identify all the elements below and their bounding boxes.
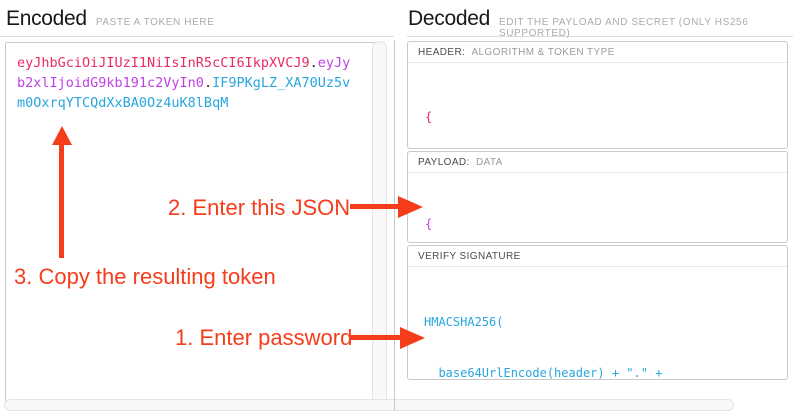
token-payload-part: eyJyb2xlIjoidG9kb191c2VyIn0 <box>17 55 351 91</box>
encoded-header: Encoded PASTE A TOKEN HERE <box>6 7 214 31</box>
decoded-header: Decoded EDIT THE PAYLOAD AND SECRET (ONL… <box>408 7 793 39</box>
payload-label-primary: PAYLOAD: <box>418 157 470 168</box>
arrow-to-token-icon <box>59 145 64 258</box>
decoded-title: Decoded <box>408 7 490 30</box>
arrow-to-secret-icon <box>350 335 400 340</box>
left-header-rule <box>0 36 394 37</box>
right-header-rule <box>407 36 793 37</box>
signature-code: HMACSHA256( base64UrlEncode(header) + ".… <box>408 267 787 411</box>
token-signature-part: IF9PKgLZ_XA70Uz5vm0OxrqYTCQdXxBA0Oz4uK8l… <box>17 75 351 111</box>
payload-section-label: PAYLOAD: DATA <box>408 152 787 173</box>
header-section-label: HEADER: ALGORITHM & TOKEN TYPE <box>408 42 787 63</box>
token-separator-icon: . <box>309 55 318 71</box>
json-line: { <box>425 217 433 231</box>
json-line: { <box>425 110 433 124</box>
token-separator-icon: . <box>203 75 213 91</box>
payload-section: PAYLOAD: DATA { "role": "todo_user" } <box>407 151 788 327</box>
annotation-step2: 2. Enter this JSON <box>168 195 351 220</box>
header-label-primary: HEADER: <box>418 47 466 58</box>
signature-label-primary: VERIFY SIGNATURE <box>418 251 521 262</box>
column-divider <box>394 40 395 411</box>
annotation-step3: 3. Copy the resulting token <box>14 264 276 289</box>
payload-label-secondary: DATA <box>475 157 503 168</box>
annotation-step1: 1. Enter password <box>175 325 353 350</box>
arrow-to-payload-icon <box>350 204 398 209</box>
header-section: HEADER: ALGORITHM & TOKEN TYPE { "alg": … <box>407 41 788 268</box>
encoded-title: Encoded <box>6 7 87 30</box>
code-line: base64UrlEncode(header) + "." + <box>424 366 663 380</box>
code-line: HMACSHA256( <box>424 315 504 329</box>
signature-section-label: VERIFY SIGNATURE <box>408 246 787 267</box>
vertical-scrollbar[interactable] <box>372 41 387 411</box>
jwt-token: eyJhbGciOiJIUzI1NiIsInR5cCI6IkpXVCJ9.eyJ… <box>17 53 352 113</box>
decoded-subtitle: EDIT THE PAYLOAD AND SECRET (ONLY HS256 … <box>498 17 749 39</box>
encoded-token-textarea[interactable]: eyJhbGciOiJIUzI1NiIsInR5cCI6IkpXVCJ9.eyJ… <box>5 42 379 408</box>
token-header-part: eyJhbGciOiJIUzI1NiIsInR5cCI6IkpXVCJ9 <box>17 55 310 71</box>
signature-section: VERIFY SIGNATURE HMACSHA256( base64UrlEn… <box>407 245 788 380</box>
header-label-secondary: ALGORITHM & TOKEN TYPE <box>471 47 615 58</box>
encoded-subtitle: PASTE A TOKEN HERE <box>95 17 215 28</box>
